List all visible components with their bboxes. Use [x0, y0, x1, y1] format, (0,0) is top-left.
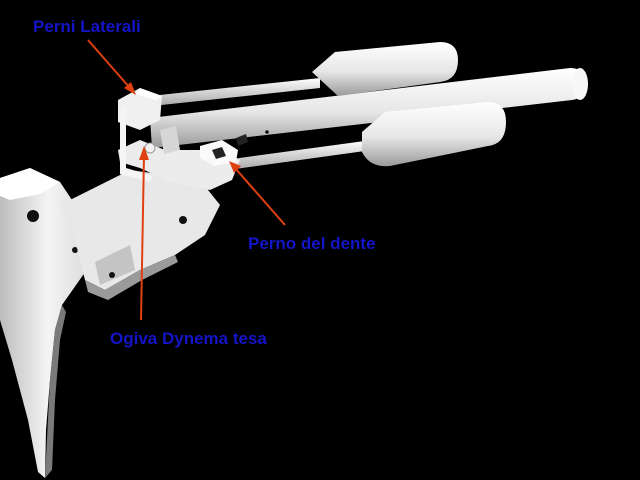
arrow-ogiva-dynema	[139, 146, 149, 321]
arrow-perno-del-dente	[229, 161, 286, 226]
arrow-perni-laterali	[87, 39, 136, 95]
frame-pin-hole-lower	[109, 272, 115, 278]
upper-rod	[150, 42, 458, 106]
frame-body	[60, 170, 220, 300]
lateral-pin-bracket	[120, 108, 152, 182]
stock-hole	[27, 210, 39, 222]
lower-rod	[225, 102, 506, 170]
stock	[0, 168, 95, 478]
receiver-block	[118, 88, 248, 190]
label-perni-laterali: Perni Laterali	[33, 17, 141, 36]
upper-weight	[312, 42, 458, 96]
frame-pin-hole	[179, 216, 187, 224]
stock-hole-small	[72, 247, 78, 253]
center-tube	[150, 68, 588, 148]
lower-weight	[362, 102, 506, 167]
label-ogiva-dynema-tesa: Ogiva Dynema tesa	[110, 329, 267, 348]
label-perno-del-dente: Perno del dente	[248, 234, 376, 253]
